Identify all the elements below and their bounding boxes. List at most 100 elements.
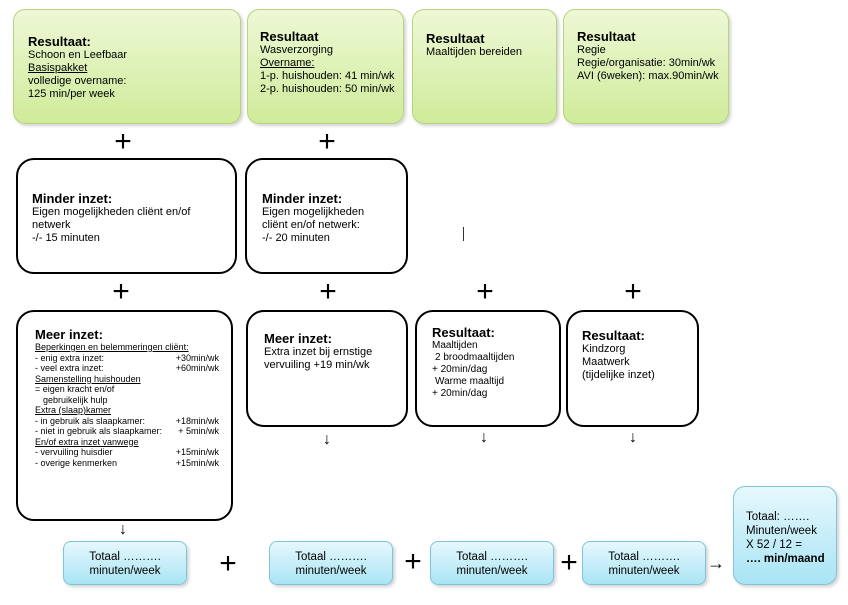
result-box-regie: Resultaat Regie Regie/organisatie: 30min…	[563, 9, 729, 124]
box-line: Maatwerk	[582, 356, 630, 368]
plus-sign: +	[318, 125, 336, 158]
total-box-1: Totaal ………. minuten/week	[63, 541, 187, 585]
box-line: Regie	[577, 44, 606, 56]
box-row: - in gebruik als slaapkamer: +18min/wk	[35, 416, 219, 427]
text-cursor	[463, 227, 464, 241]
box-line: Maaltijden	[432, 340, 478, 351]
total-label: Totaal ……….	[456, 551, 528, 563]
box-line: AVI (6weken): max.90min/wk	[577, 70, 719, 82]
box-title: Resultaat	[260, 29, 319, 44]
box-line: + 20min/dag	[432, 388, 488, 399]
row-label: - overige kenmerken	[35, 457, 118, 468]
box-line: 2 broodmaaltijden	[435, 352, 515, 363]
plus-sign: +	[114, 125, 132, 158]
box-title: Resultaat:	[432, 325, 495, 340]
row-value: + 5min/wk	[178, 426, 219, 436]
plus-sign: +	[219, 547, 237, 580]
total-unit: minuten/week	[295, 565, 367, 577]
box-heading: En/of extra inzet vanwege	[35, 436, 139, 447]
total-box-4: Totaal ………. minuten/week	[582, 541, 706, 585]
box-row: - overige kenmerken +15min/wk	[35, 458, 219, 469]
box-title: Meer inzet:	[264, 331, 332, 346]
box-line: Kindzorg	[582, 343, 626, 355]
final-line: Totaal: …….	[746, 511, 810, 523]
final-total-box: Totaal: ……. Minuten/week X 52 / 12 = …. …	[733, 486, 837, 585]
row-label: - in gebruik als slaapkamer:	[35, 415, 146, 426]
total-box-3: Totaal ………. minuten/week	[430, 541, 554, 585]
box-heading: Beperkingen en belemmeringen cliënt:	[35, 342, 189, 352]
box-line: Warme maaltijd	[435, 376, 505, 387]
meer-inzet-box-2: Meer inzet: Extra inzet bij ernstige ver…	[246, 310, 408, 427]
box-line: -/- 20 minuten	[262, 232, 330, 244]
box-heading: Extra (slaap)kamer	[35, 405, 112, 415]
plus-sign: +	[404, 545, 422, 578]
minder-inzet-box-2: Minder inzet: Eigen mogelijkheden cliënt…	[245, 158, 408, 274]
box-line: 1-p. huishouden: 41 min/wk	[260, 70, 395, 82]
box-line: = eigen kracht en/of	[35, 384, 115, 394]
plus-sign: +	[112, 275, 130, 308]
box-row: - niet in gebruik als slaapkamer: + 5min/…	[35, 426, 219, 437]
box-line: (tijdelijke inzet)	[582, 369, 655, 381]
row-value: +30min/wk	[175, 352, 219, 363]
row-value: +60min/wk	[175, 363, 219, 373]
row-value: +15min/wk	[175, 457, 219, 468]
box-title: Minder inzet:	[262, 191, 343, 206]
box-title: Minder inzet:	[32, 191, 113, 206]
box-line: Overname:	[260, 57, 315, 69]
box-line: netwerk	[32, 219, 71, 231]
final-line: X 52 / 12 =	[746, 539, 802, 551]
box-row: - vervuiling huisdier+15min/wk	[35, 447, 219, 458]
box-line: Regie/organisatie: 30min/wk	[577, 57, 716, 69]
box-line: Maaltijden bereiden	[426, 46, 523, 58]
box-title: Resultaat	[426, 31, 485, 46]
box-line: 2-p. huishouden: 50 min/wk	[260, 83, 395, 95]
row-label: - niet in gebruik als slaapkamer:	[35, 426, 163, 436]
minder-inzet-box-1: Minder inzet: Eigen mogelijkheden cliënt…	[16, 158, 237, 274]
box-row: - veel extra inzet: +60min/wk	[35, 363, 219, 374]
row-label: - veel extra inzet:	[35, 363, 104, 373]
total-unit: minuten/week	[608, 565, 680, 577]
final-line: …. min/maand	[746, 553, 825, 565]
arrow-down-icon: ↓	[629, 429, 637, 446]
box-title: Resultaat	[577, 29, 636, 44]
box-title: Resultaat:	[582, 328, 645, 343]
total-label: Totaal ……….	[89, 551, 161, 563]
arrow-down-icon: ↓	[323, 431, 331, 448]
box-title: Resultaat:	[28, 34, 91, 49]
total-unit: minuten/week	[89, 565, 161, 577]
box-line: Schoon en Leefbaar	[28, 49, 128, 61]
resultaat-maaltijden-box: Resultaat: Maaltijden 2 broodmaaltijden …	[415, 310, 561, 427]
result-box-maaltijden: Resultaat Maaltijden bereiden	[412, 9, 557, 124]
resultaat-kindzorg-box: Resultaat: Kindzorg Maatwerk (tijdelijke…	[566, 310, 699, 427]
box-line: volledige overname:	[28, 75, 127, 87]
box-line: Eigen mogelijkheden	[262, 206, 365, 218]
box-line: Extra inzet bij ernstige	[264, 346, 373, 358]
total-label: Totaal ……….	[295, 551, 367, 563]
box-line: Wasverzorging	[260, 44, 333, 56]
box-row: - enig extra inzet: +30min/wk	[35, 353, 219, 364]
meer-inzet-box-1: Meer inzet: Beperkingen en belemmeringen…	[16, 310, 233, 521]
arrow-down-icon: ↓	[119, 521, 127, 538]
row-value: +18min/wk	[175, 415, 219, 426]
box-line: gebruikelijk hulp	[43, 394, 108, 405]
total-box-2: Totaal ………. minuten/week	[269, 541, 393, 585]
arrow-down-icon: ↓	[480, 429, 488, 446]
plus-sign: +	[319, 275, 337, 308]
box-title: Meer inzet:	[35, 327, 103, 342]
row-value: +15min/wk	[175, 447, 219, 457]
box-line: + 20min/dag	[432, 364, 488, 375]
arrow-right-icon: →	[707, 553, 725, 573]
box-line: vervuiling +19 min/wk	[264, 359, 370, 371]
result-box-wasverzorging: Resultaat Wasverzorging Overname: 1-p. h…	[247, 9, 404, 124]
result-box-schoon-leefbaar: Resultaat: Schoon en Leefbaar Basispakke…	[13, 9, 241, 124]
row-label: - enig extra inzet:	[35, 352, 105, 363]
total-unit: minuten/week	[456, 565, 528, 577]
box-line: 125 min/per week	[28, 88, 115, 100]
box-line: cliënt en/of netwerk:	[262, 219, 360, 231]
total-label: Totaal ……….	[608, 551, 680, 563]
box-line: Eigen mogelijkheden cliënt en/of	[32, 206, 191, 218]
box-line: -/- 15 minuten	[32, 232, 100, 244]
plus-sign: +	[624, 275, 642, 308]
box-line: Basispakket	[28, 62, 88, 74]
plus-sign: +	[560, 546, 578, 579]
